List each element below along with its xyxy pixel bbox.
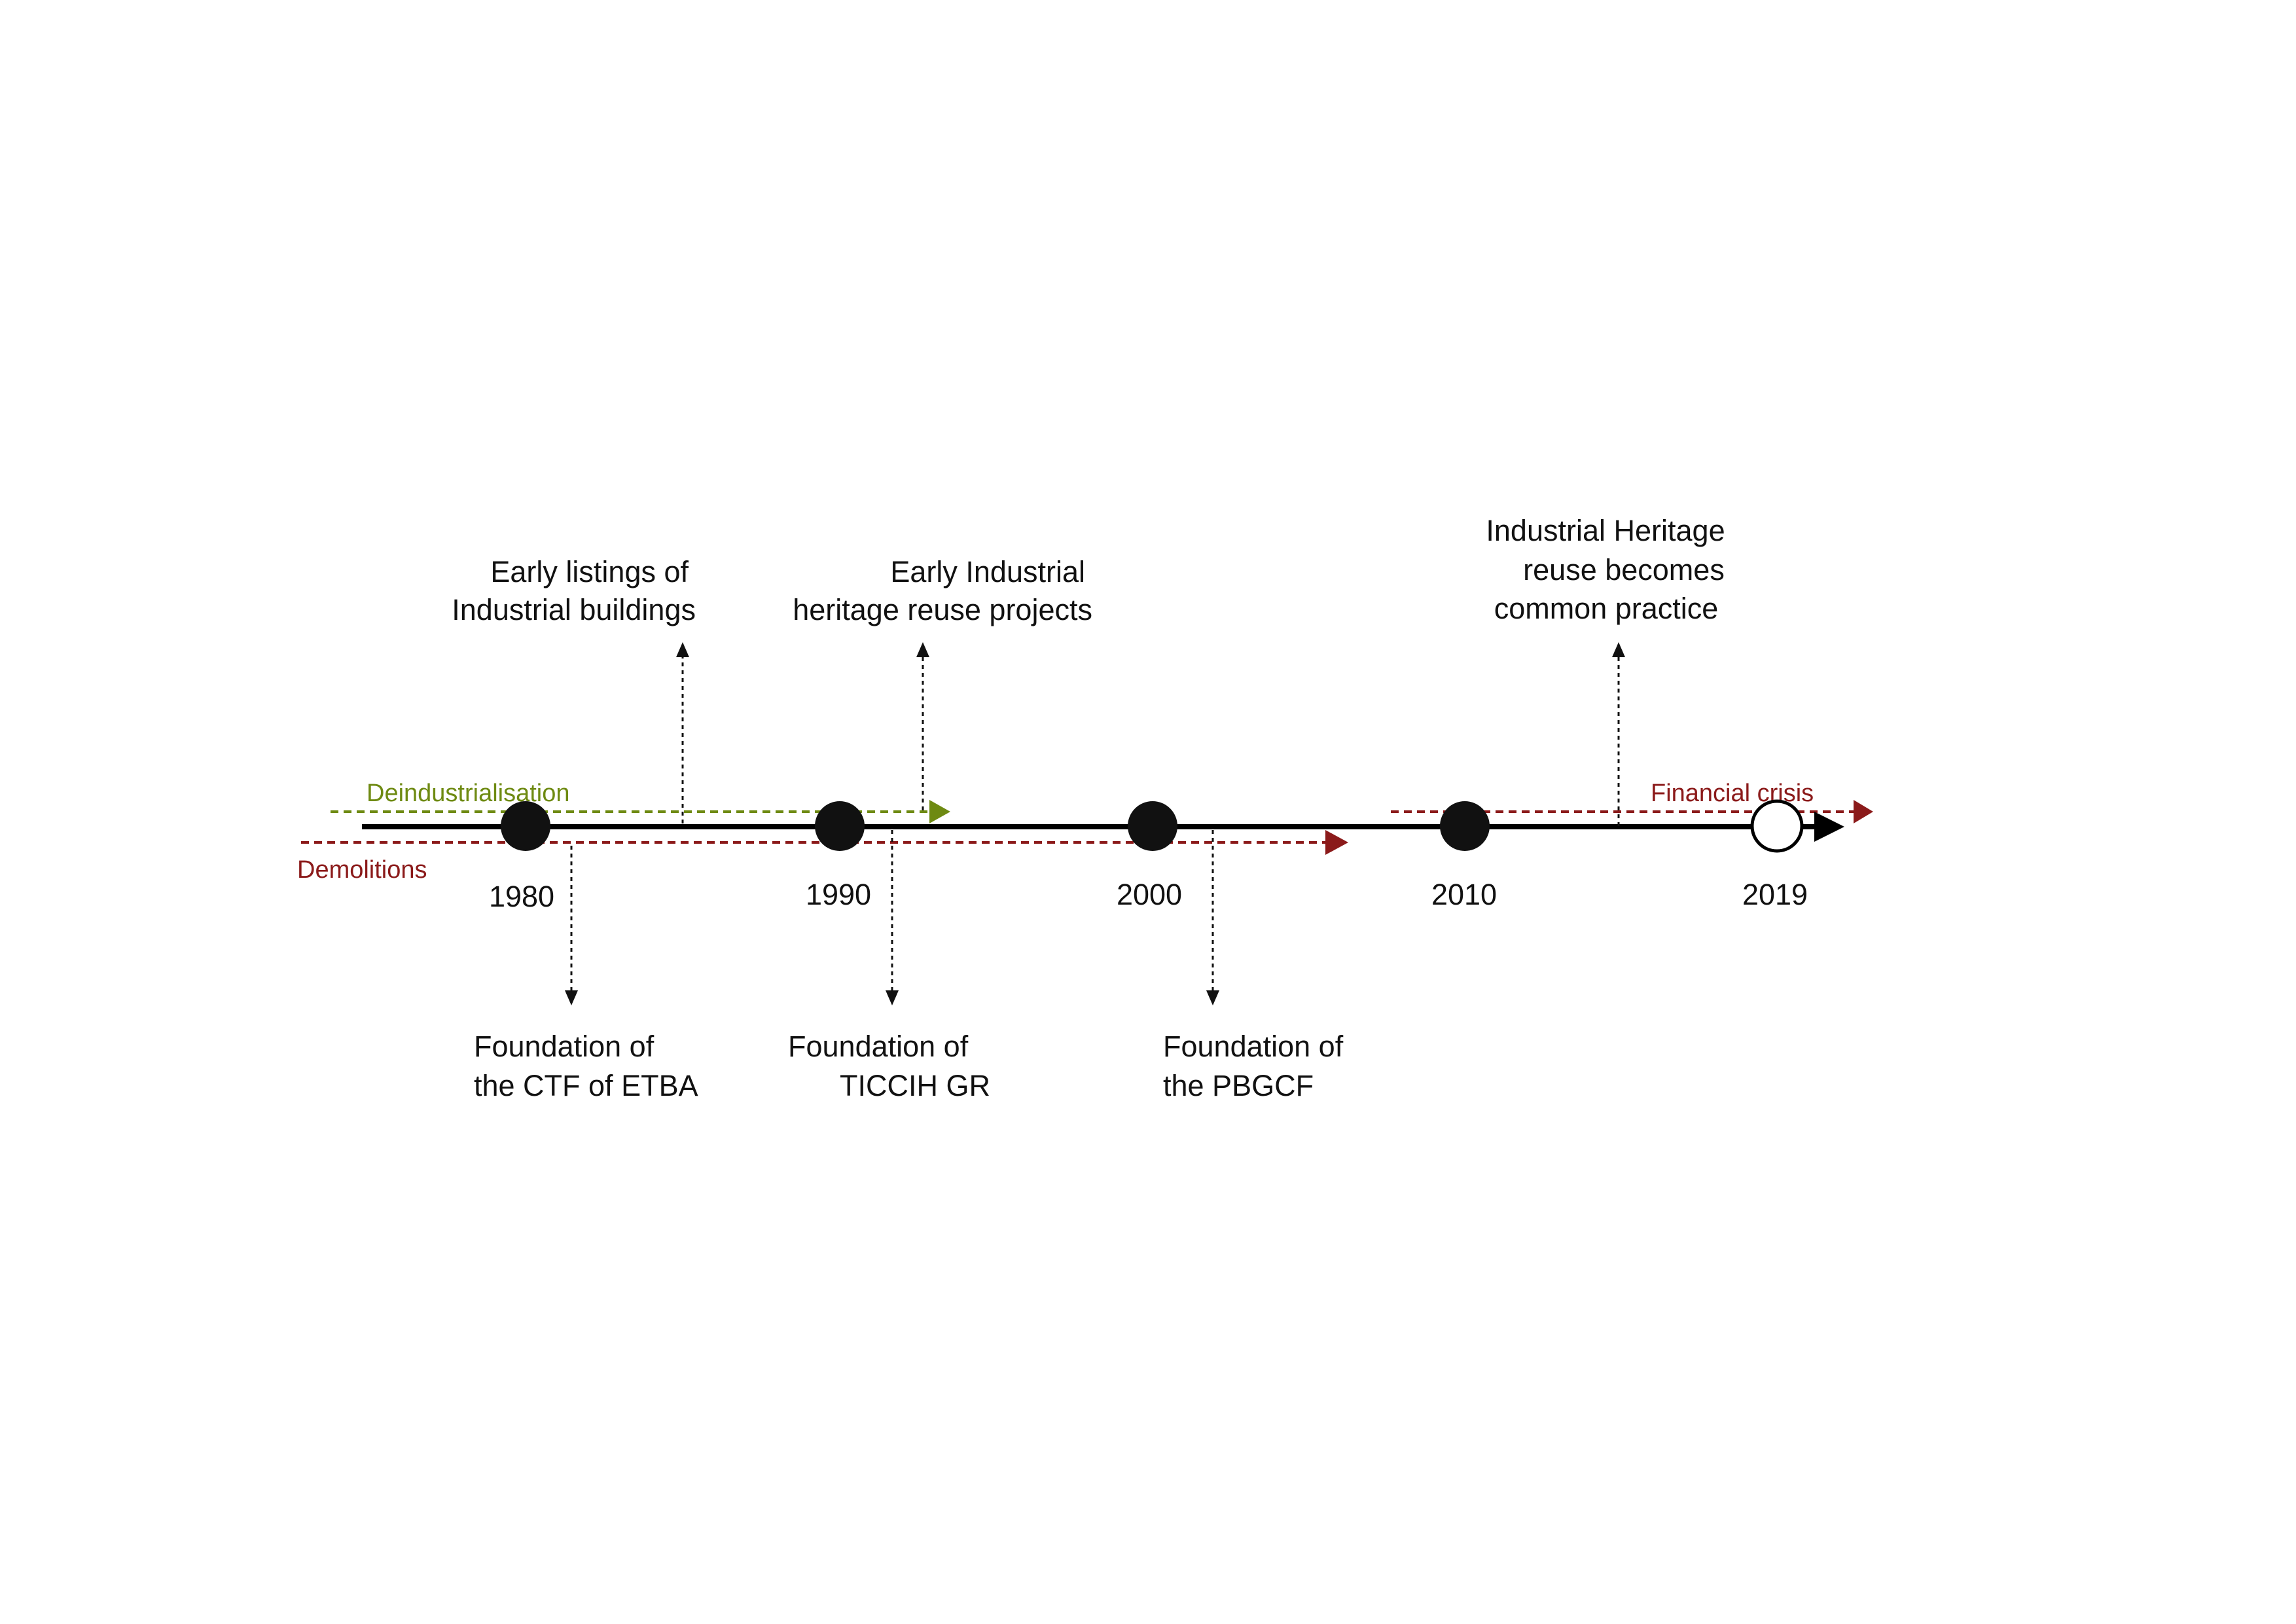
deindustrialisation-label: Deindustrialisation (367, 780, 570, 807)
milestone-2000: 2000 (1117, 801, 1182, 911)
year-label: 1990 (806, 878, 871, 911)
event-text-line: Early listings of (490, 555, 689, 588)
connector-pbgcf (1206, 830, 1219, 1005)
milestone-1980: 1980 (489, 801, 554, 913)
milestone-2010: 2010 (1431, 801, 1497, 911)
event-text-line: Early Industrial (890, 555, 1085, 588)
event-text-line: Foundation of (1163, 1030, 1344, 1063)
connector-arrowhead (1612, 642, 1625, 657)
connector-arrowhead (676, 642, 689, 657)
demolitions-flow: Demolitions (297, 830, 1348, 884)
milestone-dot (1440, 801, 1490, 851)
financial-crisis-arrowhead (1854, 800, 1873, 823)
connector-reuse-projects (916, 642, 929, 810)
event-text-line: reuse becomes (1523, 553, 1725, 586)
milestone-dot-current (1750, 799, 1804, 853)
connector-arrowhead (916, 642, 929, 657)
connector-arrowhead (886, 990, 899, 1005)
connector-ctf (565, 846, 578, 1005)
connector-listings (676, 642, 689, 823)
milestone-dot (815, 801, 865, 851)
year-label: 1980 (489, 880, 554, 913)
event-text-line: Foundation of (788, 1030, 969, 1063)
connector-ticcih (886, 830, 899, 1005)
event-early-reuse-projects: Early Industrial heritage reuse projects (793, 555, 1092, 626)
event-foundation-ctf: Foundation of the CTF of ETBA (474, 1030, 698, 1102)
demolitions-arrowhead (1325, 830, 1348, 855)
timeline-axis (362, 812, 1844, 842)
event-foundation-pbgcf: Foundation of the PBGCF (1163, 1030, 1344, 1102)
connector-arrowhead (565, 990, 578, 1005)
event-text-line: Industrial Heritage (1486, 514, 1725, 547)
year-label: 2019 (1742, 878, 1808, 911)
milestone-1990: 1990 (806, 801, 871, 911)
timeline-axis-arrowhead (1814, 812, 1844, 842)
event-text-line: heritage reuse projects (793, 593, 1092, 626)
event-text-line: common practice (1494, 592, 1719, 625)
milestone-dot (501, 801, 550, 851)
year-label: 2010 (1431, 878, 1497, 911)
year-label: 2000 (1117, 878, 1182, 911)
milestone-2019: 2019 (1742, 799, 1808, 911)
milestone-dot (1128, 801, 1177, 851)
connector-arrowhead (1206, 990, 1219, 1005)
event-foundation-ticcih: Foundation of TICCIH GR (788, 1030, 990, 1102)
event-early-listings: Early listings of Industrial buildings (452, 555, 696, 626)
demolitions-label: Demolitions (297, 856, 427, 884)
event-common-practice: Industrial Heritage reuse becomes common… (1486, 514, 1725, 625)
event-text-line: TICCIH GR (840, 1069, 990, 1102)
event-text-line: Industrial buildings (452, 593, 696, 626)
event-text-line: the CTF of ETBA (474, 1069, 698, 1102)
event-text-line: Foundation of (474, 1030, 655, 1063)
connector-common-practice (1612, 642, 1625, 826)
deindustrialisation-arrowhead (929, 800, 950, 823)
event-text-line: the PBGCF (1163, 1069, 1314, 1102)
